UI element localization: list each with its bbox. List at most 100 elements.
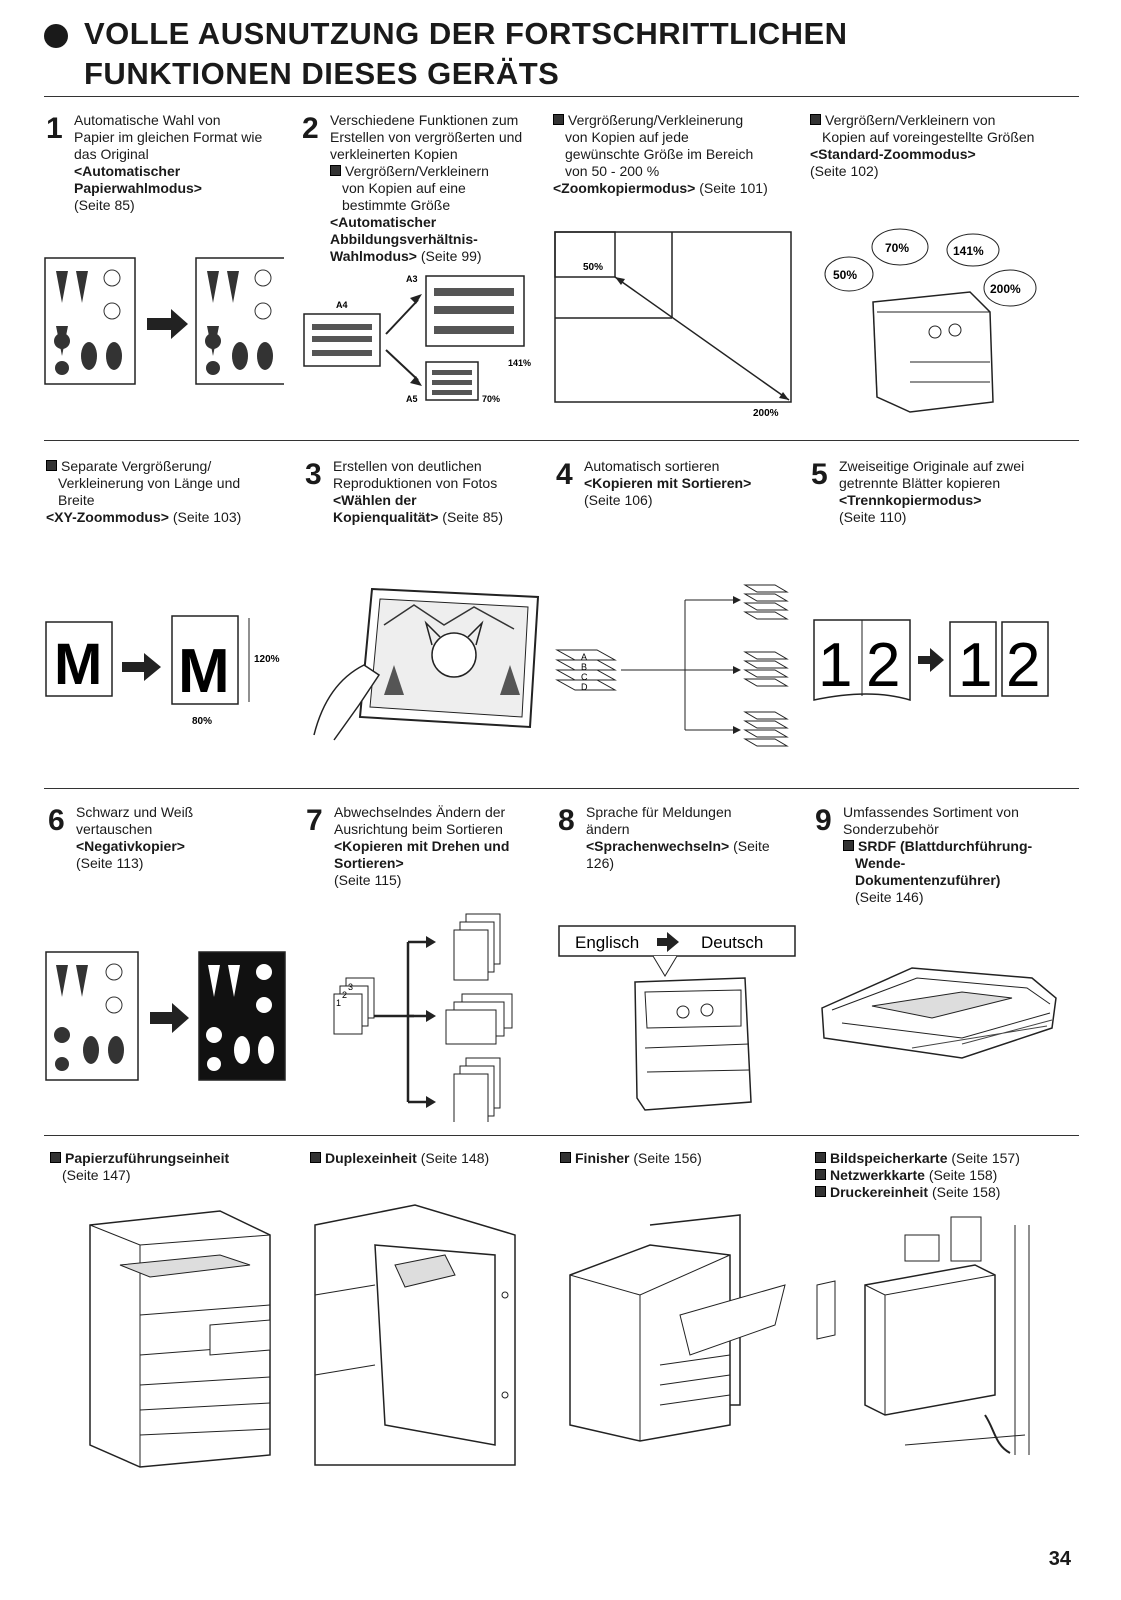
page-reference: (Seite 85) [74,197,135,213]
page-number-label: 2 [342,990,347,1000]
option-finisher: Finisher (Seite 156) [560,1150,702,1167]
mode-name: <Trennkopiermodus> [839,492,982,508]
page-reference: (Seite 110) [839,509,907,525]
text-line: Verschiedene Funktionen zum [330,112,519,128]
zoom-max-label: 200% [753,408,779,419]
square-bullet-icon [810,114,821,125]
mode-name: <Automatischer [330,214,437,230]
feature-number: 3 [305,458,322,491]
language-change-illustration: Englisch Deutsch [558,925,796,1111]
text-line: Papier im gleichen Format wie [74,129,263,145]
page-reference: (Seite 158) [928,1167,998,1183]
text-line: Breite [58,492,95,508]
text-line: getrennte Blätter kopieren [839,475,1001,491]
square-bullet-icon [843,840,854,851]
text-line: Separate Vergrößerung/ [61,458,212,474]
zoom-option-label: 70% [885,241,909,255]
square-bullet-icon [815,1152,826,1163]
text-line: vertauschen [76,821,153,837]
arrow-right-icon [122,653,161,681]
feature-number: 7 [306,804,323,837]
paper-feed-unit-illustration [89,1210,271,1468]
text-line: Erstellen von vergrößerten und [330,129,523,145]
page-reference: (Seite 156) [633,1150,702,1166]
feature-zoom-copy: Vergrößerung/Verkleinerung von Kopien au… [553,112,768,197]
feature-standard-zoom: Vergrößern/Verkleinern von Kopien auf vo… [810,112,1034,180]
feature-number: 5 [811,458,828,491]
feature-number: 6 [48,804,65,837]
divider [44,440,1079,441]
duplex-unit-illustration [314,1204,516,1466]
mode-name: Wahlmodus> [330,248,417,264]
text-line: Verkleinerung von Länge und [58,475,241,491]
zoom-option-label: 50% [833,268,857,282]
option-cards: Bildspeicherkarte (Seite 157) Netzwerkka… [815,1150,1020,1201]
mode-name: <Zoomkopiermodus> [553,180,696,196]
zoom-min-label: 50% [583,262,603,273]
option-name: Finisher [575,1150,630,1166]
option-name: Papierzuführungseinheit [65,1150,230,1166]
mode-name: <Automatischer [74,163,181,179]
mode-name: <Wählen der [333,492,417,508]
page-reference: (Seite 113) [76,855,144,871]
text-line: gewünschte Größe im Bereich [565,146,754,162]
divider [44,96,1079,97]
option-name: Druckereinheit [830,1184,929,1200]
width-ratio-label: 80% [192,716,212,727]
option-name: Bildspeicherkarte [830,1150,948,1166]
title-line-2: FUNKTIONEN DIESES GERÄTS [84,56,560,91]
split-copy-illustration: 1 2 1 2 [813,619,1049,702]
text-line: Vergrößern/Verkleinern [345,163,489,179]
ratio-label: 70% [482,394,500,404]
mode-name: Papierwahlmodus> [74,180,202,196]
page-letter: D [581,682,588,692]
divider [44,1135,1079,1136]
photo-quality-illustration [313,587,540,741]
text-line: von 50 - 200 % [565,163,660,179]
language-from-label: Englisch [575,933,639,952]
text-line: Umfassendes Sortiment von [843,804,1019,820]
title-line-1: VOLLE AUSNUTZUNG DER FORTSCHRITTLICHEN [84,16,848,51]
page-reference: (Seite 115) [334,872,402,888]
mode-name: Sortieren> [334,855,404,871]
page-reference: (Seite 101) [699,180,768,196]
page-letter: A [581,652,587,662]
paper-size-label: A4 [336,300,348,310]
copier-thinking-illustration: 70% 141% 50% 200% [824,228,1037,413]
mode-name: <XY-Zoommodus> [46,509,169,525]
divider [44,788,1079,789]
text-line: Reproduktionen von Fotos [333,475,498,491]
page-reference: (Seite 103) [172,509,242,525]
sort-illustration: A B C D [555,584,789,747]
paper-select-illustration [44,257,284,385]
option-name: SRDF (Blattdurchführung- [858,838,1033,854]
text-line: ändern [586,821,630,837]
paper-size-label: A5 [406,394,418,404]
auto-ratio-illustration: A3 A4 A5 141% 70% [303,274,531,404]
feature-xy-zoom: Separate Vergrößerung/ Verkleinerung von… [46,458,241,526]
feature-number: 1 [46,112,63,145]
text-line: Ausrichtung beim Sortieren [334,821,503,837]
page-reference: (Seite 99) [420,248,482,264]
title-bullet-icon [44,24,68,48]
mode-name: <Negativkopier> [76,838,185,854]
page-letter: C [581,672,588,682]
text-line: Zweiseitige Originale auf zwei [839,458,1025,474]
option-name: Netzwerkkarte [830,1167,925,1183]
book-page-number: 1 [818,631,852,700]
option-duplex-unit: Duplexeinheit (Seite 148) [310,1150,489,1167]
paper-size-label: A3 [406,274,418,284]
text-line: Vergrößern/Verkleinern von [825,112,996,128]
square-bullet-icon [815,1186,826,1197]
zoom-option-label: 141% [953,244,984,258]
text-line: Kopien auf voreingestellte Größen [822,129,1035,145]
page-reference: (Seite 106) [584,492,653,508]
page-reference: 126) [586,855,615,871]
srdf-illustration [821,967,1057,1059]
feature-number: 4 [556,458,573,491]
arrow-right-icon [150,1003,189,1033]
text-line: Automatische Wahl von [74,112,221,128]
finisher-illustration [569,1214,786,1442]
page-reference: (Seite 102) [810,163,879,179]
text-line: Erstellen von deutlichen [333,458,482,474]
